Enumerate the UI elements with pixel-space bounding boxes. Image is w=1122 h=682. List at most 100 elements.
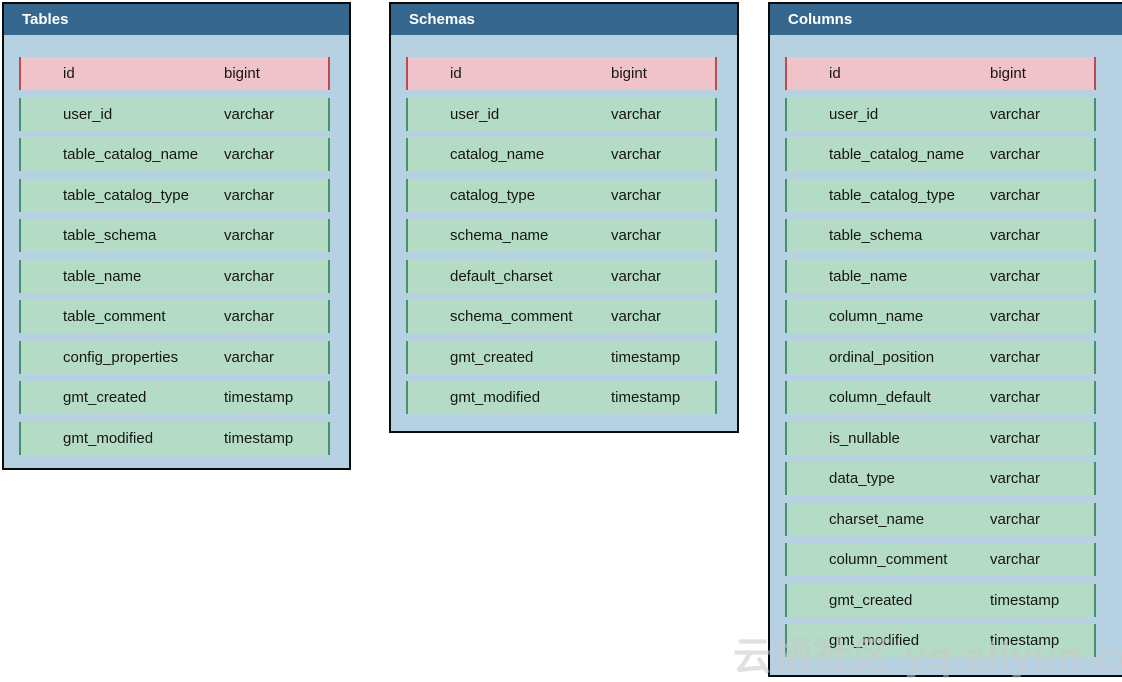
field-name: config_properties xyxy=(63,348,179,366)
field-row: table_name varchar xyxy=(19,259,330,293)
field-name: id xyxy=(450,65,462,82)
field-name: user_id xyxy=(63,105,113,123)
field-row: user_id varchar xyxy=(406,97,717,131)
field-type: varchar xyxy=(990,146,1041,163)
field-row: table_name varchar xyxy=(785,259,1096,293)
field-row: gmt_modified timestamp xyxy=(19,421,330,455)
field-type: timestamp xyxy=(224,429,294,447)
field-row: catalog_type varchar xyxy=(406,178,717,212)
field-name: table_name xyxy=(829,267,908,285)
field-type: varchar xyxy=(990,348,1041,366)
field-type: timestamp xyxy=(990,632,1060,649)
field-name: column_default xyxy=(829,389,931,406)
field-name: table_schema xyxy=(63,227,157,244)
field-type: varchar xyxy=(990,267,1041,285)
field-row: table_catalog_name varchar xyxy=(19,138,330,171)
field-name: user_id xyxy=(450,105,500,123)
field-type: varchar xyxy=(611,105,662,123)
field-type: varchar xyxy=(224,348,275,366)
field-name: default_charset xyxy=(450,267,553,285)
field-row: column_default varchar xyxy=(785,381,1096,414)
field-row: user_id varchar xyxy=(19,97,330,131)
field-type: timestamp xyxy=(224,389,294,406)
field-name: table_name xyxy=(63,267,142,285)
field-name: catalog_type xyxy=(450,186,536,204)
field-type: timestamp xyxy=(990,591,1060,609)
field-type: varchar xyxy=(990,389,1041,406)
field-name: gmt_modified xyxy=(63,429,154,447)
field-name: schema_name xyxy=(450,227,549,244)
table-title: Tables xyxy=(22,11,69,28)
field-type: varchar xyxy=(224,308,275,325)
field-name: table_catalog_name xyxy=(829,146,965,163)
field-name: gmt_created xyxy=(63,389,147,406)
field-row: catalog_name varchar xyxy=(406,138,717,171)
field-name: table_catalog_type xyxy=(829,186,955,204)
field-row: id bigint xyxy=(19,57,330,90)
field-name: gmt_modified xyxy=(450,389,541,406)
field-name: table_comment xyxy=(63,308,166,325)
field-type: varchar xyxy=(224,227,275,244)
table-title: Schemas xyxy=(409,11,475,28)
field-type: varchar xyxy=(611,267,662,285)
field-type: varchar xyxy=(990,551,1041,568)
field-type: varchar xyxy=(611,308,662,325)
field-name: gmt_modified xyxy=(829,632,920,649)
field-name: id xyxy=(829,65,841,82)
field-row: data_type varchar xyxy=(785,462,1096,495)
field-name: catalog_name xyxy=(450,146,545,163)
field-type: varchar xyxy=(224,267,275,285)
field-name: table_schema xyxy=(829,227,923,244)
field-row: config_properties varchar xyxy=(19,340,330,374)
table-title: Columns xyxy=(788,11,853,28)
field-type: timestamp xyxy=(611,348,681,366)
field-type: bigint xyxy=(611,65,647,82)
field-type: varchar xyxy=(611,186,662,204)
field-row: gmt_modified timestamp xyxy=(406,381,717,414)
field-type: varchar xyxy=(611,146,662,163)
field-row: gmt_created timestamp xyxy=(19,381,330,414)
field-type: timestamp xyxy=(611,389,681,406)
field-name: id xyxy=(63,65,75,82)
field-name: table_catalog_type xyxy=(63,186,189,204)
field-type: varchar xyxy=(990,186,1041,204)
field-name: user_id xyxy=(829,105,879,123)
field-name: column_comment xyxy=(829,551,948,568)
field-row: table_catalog_type varchar xyxy=(785,178,1096,212)
field-type: varchar xyxy=(611,227,662,244)
field-type: varchar xyxy=(224,105,275,123)
field-name: is_nullable xyxy=(829,429,900,447)
field-row: table_catalog_name varchar xyxy=(785,138,1096,171)
field-row: id bigint xyxy=(406,57,717,90)
table-header: Schemas xyxy=(391,4,737,35)
field-row: schema_name varchar xyxy=(406,219,717,252)
field-type: varchar xyxy=(990,470,1041,487)
field-row: column_name varchar xyxy=(785,300,1096,333)
field-name: ordinal_position xyxy=(829,348,935,366)
field-name: charset_name xyxy=(829,510,925,528)
field-type: varchar xyxy=(224,146,275,163)
table-header: Columns xyxy=(770,4,1122,35)
field-type: bigint xyxy=(224,65,260,82)
field-row: table_comment varchar xyxy=(19,300,330,333)
field-type: varchar xyxy=(990,308,1041,325)
field-name: table_catalog_name xyxy=(63,146,199,163)
field-row: column_comment varchar xyxy=(785,543,1096,576)
field-name: column_name xyxy=(829,308,924,325)
field-row: gmt_modified timestamp xyxy=(785,624,1096,657)
field-name: data_type xyxy=(829,470,895,487)
field-name: gmt_created xyxy=(450,348,534,366)
field-row: ordinal_position varchar xyxy=(785,340,1096,374)
